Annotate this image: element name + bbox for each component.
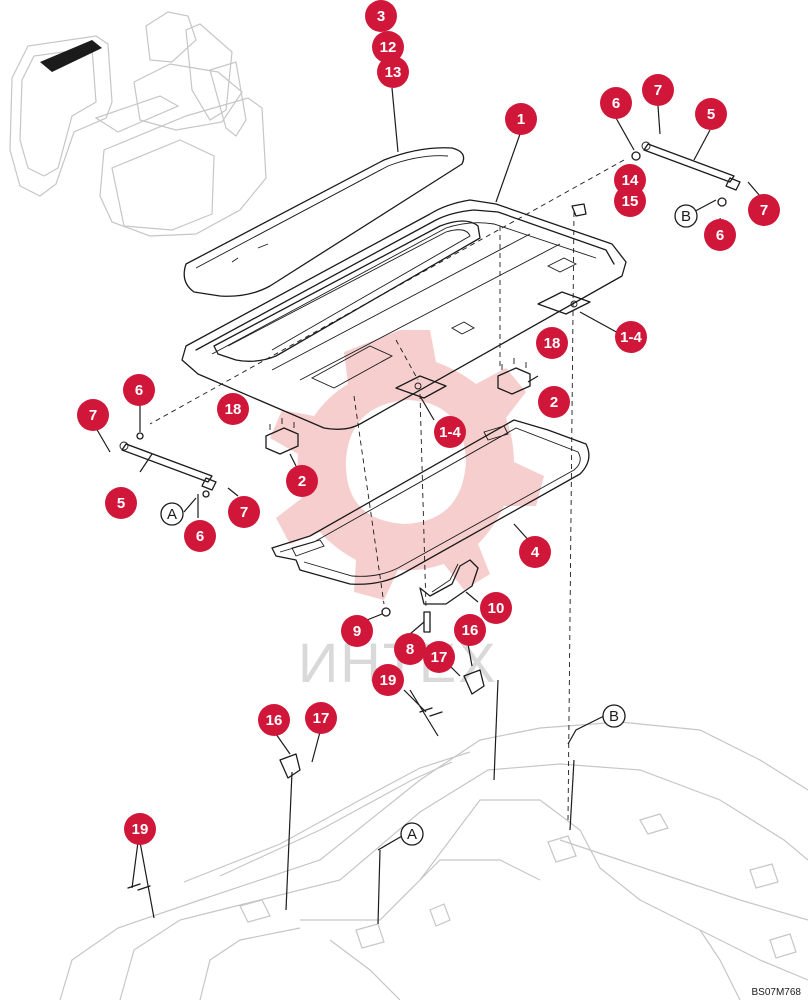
svg-text:19: 19 xyxy=(132,821,149,838)
hinge-bracket-left xyxy=(265,418,299,455)
callout-7: 7 xyxy=(642,74,674,106)
svg-text:7: 7 xyxy=(240,504,248,521)
svg-text:1: 1 xyxy=(517,111,525,128)
callout-12: 12 xyxy=(372,31,404,63)
drawing-code: BS07M768 xyxy=(752,987,802,998)
callout-19: 19 xyxy=(124,813,156,845)
hinge-bracket-right xyxy=(497,358,531,395)
svg-text:7: 7 xyxy=(89,407,97,424)
cab-roof-structure xyxy=(59,721,808,1000)
callout-17: 17 xyxy=(305,702,337,734)
callout-10: 10 xyxy=(480,592,512,624)
svg-text:1-4: 1-4 xyxy=(620,329,642,346)
svg-text:6: 6 xyxy=(716,227,724,244)
svg-text:4: 4 xyxy=(531,544,540,561)
callout-5: 5 xyxy=(695,98,727,130)
svg-text:7: 7 xyxy=(654,82,662,99)
gas-strut-left xyxy=(119,441,217,491)
callout-13: 13 xyxy=(377,56,409,88)
roof-panel xyxy=(181,199,627,430)
svg-text:2: 2 xyxy=(298,473,306,490)
svg-text:9: 9 xyxy=(353,623,361,640)
callout-7: 7 xyxy=(77,399,109,431)
svg-text:1-4: 1-4 xyxy=(439,424,461,441)
callout-6: 6 xyxy=(704,219,736,251)
svg-text:10: 10 xyxy=(488,600,505,617)
svg-text:14: 14 xyxy=(622,172,639,189)
callout-18: 18 xyxy=(217,393,249,425)
roof-frame-seal xyxy=(271,419,590,585)
callout-16: 16 xyxy=(258,704,290,736)
callout-6: 6 xyxy=(184,520,216,552)
svg-text:18: 18 xyxy=(544,335,561,352)
callout-7: 7 xyxy=(228,496,260,528)
ref-A-left: A xyxy=(160,502,184,526)
svg-text:5: 5 xyxy=(117,495,125,512)
svg-text:16: 16 xyxy=(266,712,283,729)
ref-label: A xyxy=(407,826,417,843)
svg-text:6: 6 xyxy=(612,95,620,112)
svg-text:16: 16 xyxy=(462,622,479,639)
callout-16: 16 xyxy=(454,614,486,646)
callout-8: 8 xyxy=(394,633,426,665)
callout-6: 6 xyxy=(123,374,155,406)
callout-9: 9 xyxy=(341,615,373,647)
svg-text:8: 8 xyxy=(406,641,414,658)
svg-text:3: 3 xyxy=(377,8,385,25)
ref-label: B xyxy=(609,708,619,725)
svg-text:5: 5 xyxy=(707,106,715,123)
watermark-gear-logo xyxy=(270,330,544,600)
callout-2: 2 xyxy=(538,386,570,418)
callout-2: 2 xyxy=(286,465,318,497)
callout-18: 18 xyxy=(536,327,568,359)
callout-1-4: 1-4 xyxy=(615,321,647,353)
callout-19: 19 xyxy=(372,664,404,696)
callout-6: 6 xyxy=(600,87,632,119)
ref-B-top: B xyxy=(674,204,698,228)
callout-4: 4 xyxy=(519,536,551,568)
svg-text:18: 18 xyxy=(225,401,242,418)
svg-text:17: 17 xyxy=(431,649,448,666)
sunroof-glass xyxy=(183,147,465,297)
callout-3: 3 xyxy=(365,0,397,32)
callout-5: 5 xyxy=(105,487,137,519)
excavator-thumbnail xyxy=(9,11,267,237)
svg-text:19: 19 xyxy=(380,672,397,689)
callout-1: 1 xyxy=(505,103,537,135)
svg-text:7: 7 xyxy=(760,202,768,219)
hardware-bits xyxy=(127,151,727,891)
ref-A-bottom: A xyxy=(400,822,424,846)
callout-17: 17 xyxy=(423,641,455,673)
callout-7: 7 xyxy=(748,194,780,226)
svg-text:6: 6 xyxy=(135,382,143,399)
ref-B-bottom: B xyxy=(602,704,626,728)
ref-label: A xyxy=(167,506,177,523)
svg-text:2: 2 xyxy=(550,394,558,411)
callout-1-4: 1-4 xyxy=(434,416,466,448)
gas-strut-right xyxy=(641,141,741,191)
svg-text:6: 6 xyxy=(196,528,204,545)
handle xyxy=(419,559,479,605)
latch-plate-right xyxy=(537,291,591,315)
svg-text:15: 15 xyxy=(622,193,639,210)
callout-15: 15 xyxy=(614,185,646,217)
svg-text:12: 12 xyxy=(380,39,397,56)
svg-text:13: 13 xyxy=(385,64,402,81)
svg-text:17: 17 xyxy=(313,710,330,727)
ref-label: B xyxy=(681,208,691,225)
latch-plate-center xyxy=(395,375,447,399)
leader-lines xyxy=(95,87,761,925)
